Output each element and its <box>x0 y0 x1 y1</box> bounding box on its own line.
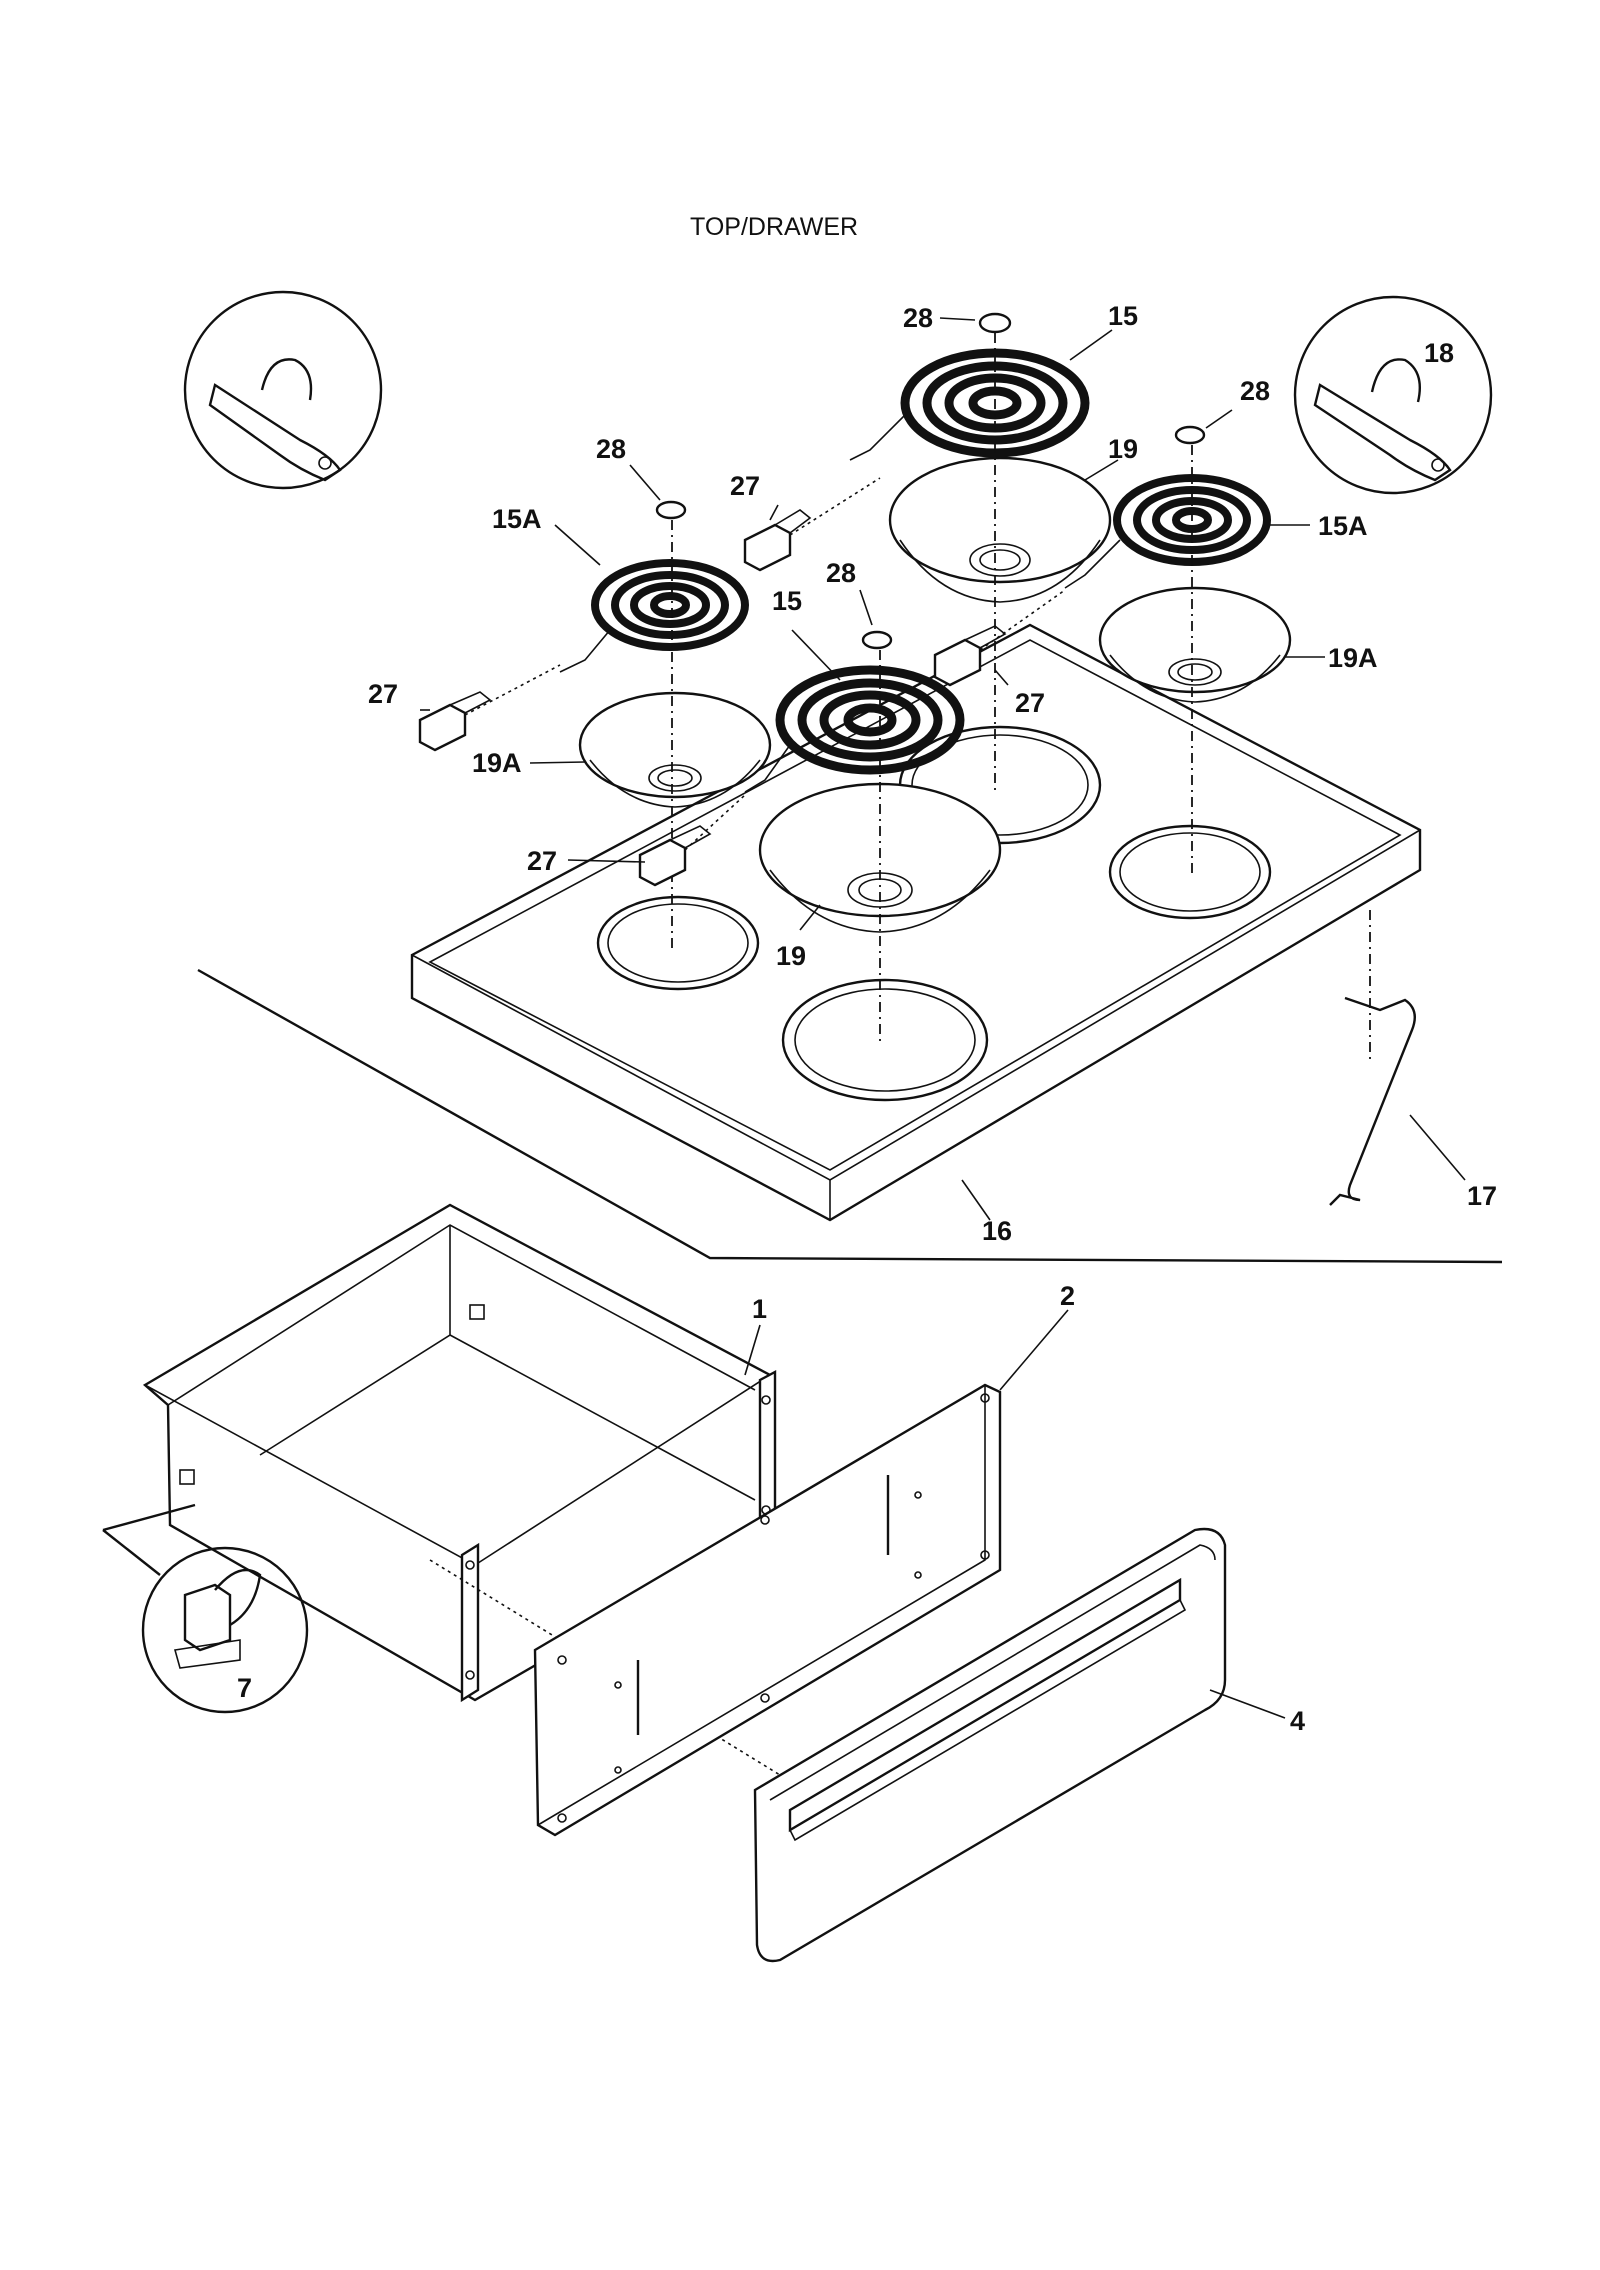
label-27-d: 27 <box>527 846 557 876</box>
label-7: 7 <box>237 1673 252 1703</box>
detail-circle-7 <box>102 1503 309 1714</box>
wire-bracket-17 <box>1329 996 1416 1206</box>
label-18: 18 <box>1424 338 1454 368</box>
label-15-rear: 15 <box>1108 301 1138 331</box>
coil-burner-15A-left <box>559 559 749 673</box>
section-divider <box>197 968 1503 1264</box>
detail-circle-18 <box>1293 295 1493 495</box>
label-16: 16 <box>982 1216 1012 1246</box>
label-28-rear: 28 <box>903 303 933 333</box>
label-15-front: 15 <box>772 586 802 616</box>
label-4: 4 <box>1290 1706 1305 1736</box>
drip-bowl-19-rear <box>888 456 1112 603</box>
label-1: 1 <box>752 1294 767 1324</box>
center-cap-28-front <box>861 630 893 650</box>
receptacle-block-27-c <box>933 589 1066 687</box>
leader-lines <box>420 317 1466 1719</box>
label-19-front: 19 <box>776 941 806 971</box>
label-19A-left: 19A <box>472 748 522 778</box>
label-19-rear: 19 <box>1108 434 1138 464</box>
center-lines <box>671 333 1371 1060</box>
detail-circle-18A <box>183 290 383 490</box>
label-15A-left: 15A <box>492 504 542 534</box>
drawer-panel-2 <box>533 1383 1002 1837</box>
part-labels: 28 15 18 28 28 27 19 15A 15A 28 15 27 19… <box>237 301 1497 1736</box>
drawer-door-4 <box>753 1527 1227 1963</box>
receptacle-block-27-a <box>743 477 881 572</box>
label-19A-right: 19A <box>1328 643 1378 673</box>
receptacle-block-27-b <box>418 664 561 752</box>
drip-bowl-19A-right <box>1098 586 1292 703</box>
label-2: 2 <box>1060 1281 1075 1311</box>
drawer-body-1 <box>142 1203 781 1776</box>
drip-bowl-19A-left <box>578 691 772 808</box>
label-28-front: 28 <box>826 558 856 588</box>
label-15A-right: 15A <box>1318 511 1368 541</box>
coil-burner-15-rear <box>849 348 1090 461</box>
label-28-left: 28 <box>596 434 626 464</box>
receptacle-block-27-d <box>638 794 746 887</box>
center-cap-28-rear <box>978 312 1012 334</box>
label-27-c: 27 <box>1015 688 1045 718</box>
label-27-a: 27 <box>730 471 760 501</box>
center-cap-28-left <box>655 500 687 520</box>
label-28-right: 28 <box>1240 376 1270 406</box>
label-17: 17 <box>1467 1181 1497 1211</box>
center-cap-28-right <box>1174 425 1206 445</box>
coil-burner-15-front <box>744 665 965 793</box>
label-27-b: 27 <box>368 679 398 709</box>
diagram-title: TOP/DRAWER <box>690 213 858 241</box>
